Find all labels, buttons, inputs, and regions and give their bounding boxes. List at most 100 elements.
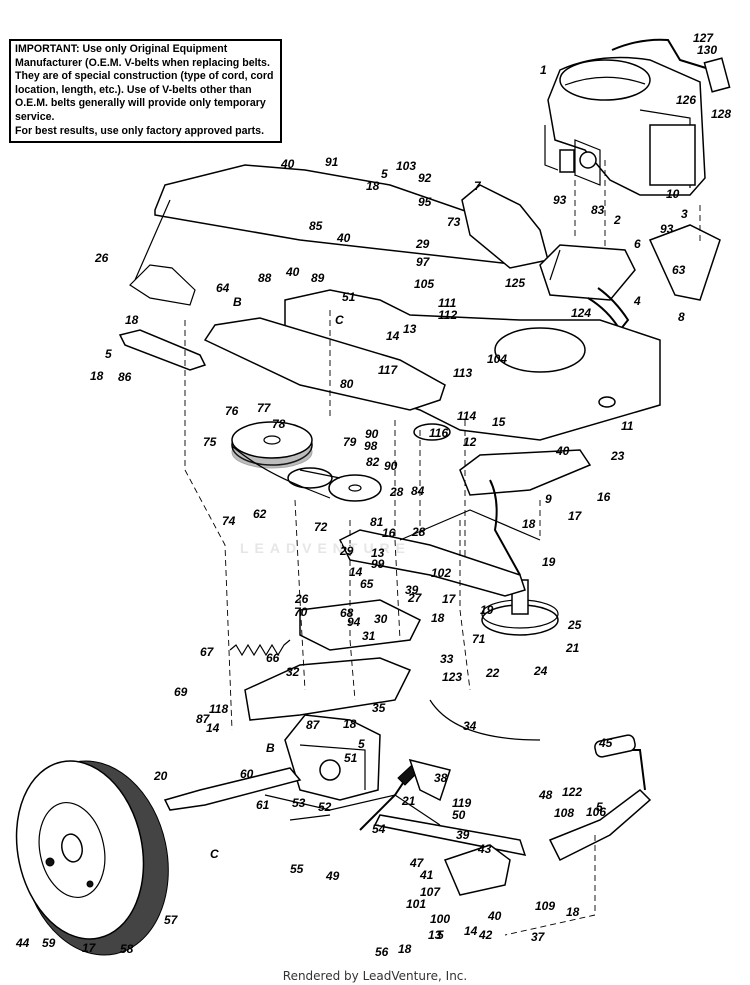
part-callout: 92 [418,171,432,185]
part-callout: 5 [596,800,603,814]
part-callout: 1 [540,63,547,77]
part-callout: 53 [292,796,306,810]
part-callout: 26 [95,251,109,265]
part-callout: 72 [314,520,328,534]
part-callout: 40 [281,157,295,171]
part-callout: 25 [568,618,582,632]
part-callout: 13 [371,546,385,560]
part-callout: 42 [479,928,493,942]
part-callout: 17 [82,941,96,955]
part-callout: 67 [200,645,214,659]
part-callout: 24 [534,664,548,678]
part-callout: 5 [105,347,112,361]
part-callout: 20 [154,769,168,783]
part-callout: 103 [396,159,417,173]
part-callout: 126 [676,93,697,107]
part-callout: 40 [488,909,502,923]
part-callout: 16 [382,526,396,540]
part-callout: 35 [372,701,386,715]
part-callout: 13 [428,928,442,942]
part-callout: 84 [411,484,425,498]
part-callout: 78 [272,417,286,431]
part-callout: 40 [337,231,351,245]
notice-tail: For best results, use only factory appro… [15,124,265,137]
part-callout: 83 [591,203,605,217]
part-callout: 18 [343,717,357,731]
part-callout: 27 [408,591,422,605]
part-callout: 107 [420,885,441,899]
part-callout: 130 [697,43,718,57]
part-callout: C [335,313,344,327]
part-callout: 81 [370,515,384,529]
part-callout: 43 [478,842,492,856]
part-callout: 113 [453,366,473,380]
part-callout: 100 [430,912,451,926]
part-callout: 90 [384,459,398,473]
part-callout: 40 [286,265,300,279]
part-callout: 62 [253,507,267,521]
part-callout: 73 [447,215,461,229]
part-callout: 39 [405,583,419,597]
part-callout: B [233,295,242,309]
rear-wheel-drawing [15,760,169,956]
part-callout: 87 [306,718,320,732]
part-callout: 37 [531,930,545,944]
part-callout: B [266,741,275,755]
part-callout: 28 [390,485,404,499]
engine-drawing [544,56,706,196]
part-callout: 10 [666,187,680,201]
part-callout: 14 [206,721,220,735]
part-callout: 125 [505,276,526,290]
part-callout: 52 [318,800,332,814]
part-callout: 89 [311,271,325,285]
part-callout: 104 [487,352,508,366]
part-callout: 124 [571,306,592,320]
part-callout: 4 [634,294,641,308]
part-callout: 90 [365,427,379,441]
part-callout: 40 [556,444,570,458]
part-callout: 51 [342,290,356,304]
part-callout: 2 [614,213,621,227]
part-callout: 80 [340,377,354,391]
part-callout: 45 [599,736,613,750]
part-callout: 34 [463,719,477,733]
part-callout: 29 [416,237,430,251]
part-callout: 48 [539,788,553,802]
part-callout: 93 [553,193,567,207]
part-callout: 63 [672,263,686,277]
part-callout: 28 [412,525,426,539]
part-callout: 128 [711,107,732,121]
part-callout: 64 [216,281,230,295]
part-callout: 119 [452,796,472,810]
part-callout: 21 [566,641,580,655]
part-callout: 5 [358,737,365,751]
part-callout: 8 [678,310,685,324]
footer-credit: Rendered by LeadVenture, Inc. [282,969,468,983]
part-callout: 21 [402,794,416,808]
notice-body: Use only Original Equipment Manufacturer… [15,43,274,123]
part-callout: 5 [381,167,388,181]
part-callout: 65 [360,577,374,591]
part-callout: 9 [545,492,552,506]
important-notice: IMPORTANT: Use only Original Equipment M… [9,39,282,143]
part-callout: 30 [374,612,388,626]
part-callout: 85 [309,219,323,233]
part-callout: 79 [343,435,357,449]
part-callout: 106 [586,805,607,819]
part-callout: 19 [542,555,556,569]
part-callout: 23 [611,449,625,463]
part-callout: 14 [349,565,363,579]
part-callout: 51 [344,751,358,765]
part-callout: 11 [621,419,634,433]
part-callout: 61 [256,798,270,812]
part-callout: 56 [375,945,389,959]
part-callout: 31 [362,629,376,643]
part-callout: 44 [16,936,30,950]
part-callout: 18 [90,369,104,383]
part-callout: 109 [535,899,556,913]
part-callout: 6 [634,237,641,251]
part-callout: 127 [693,31,714,45]
part-callout: 22 [486,666,500,680]
transmission-drawing [284,714,381,801]
part-callout: 77 [257,401,271,415]
